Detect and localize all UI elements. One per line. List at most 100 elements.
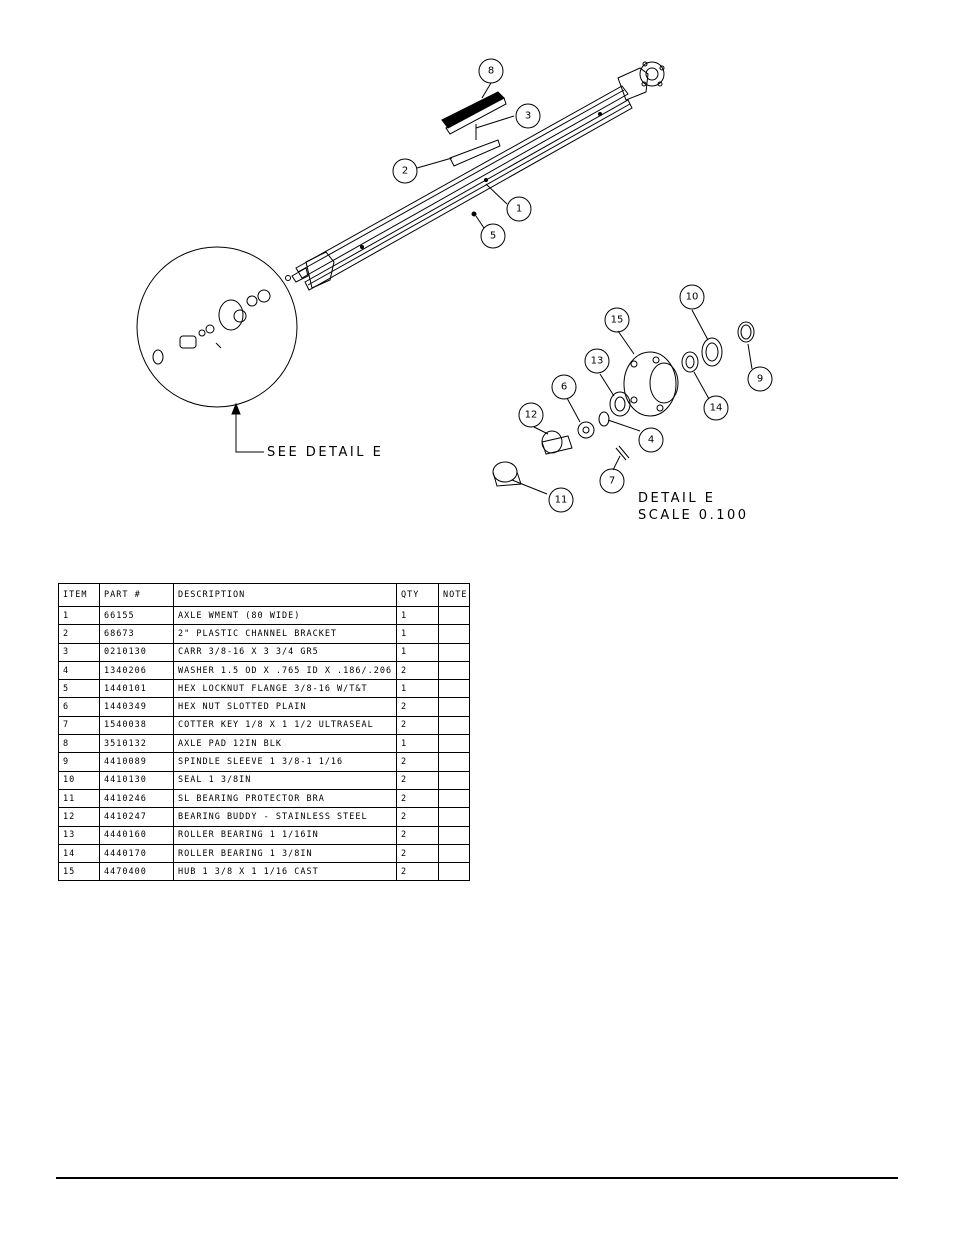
header-note: NOTE [438,583,470,607]
axle-pad [441,91,507,135]
cell-description: HEX NUT SLOTTED PLAIN [173,697,397,717]
cell-description: BEARING BUDDY - STAINLESS STEEL [173,807,397,827]
cell-description: AXLE WMENT (80 WIDE) [173,605,397,626]
cell-item: 11 [58,788,100,809]
channel-bracket [449,139,501,167]
header-description: DESCRIPTION [173,583,397,607]
cell-part: 0210130 [99,642,174,662]
cell-part: 4410089 [99,752,174,772]
callout-3: 3 [525,111,531,122]
cell-note [438,752,470,772]
cell-part: 1540038 [99,715,174,736]
header-part: PART # [99,583,174,607]
cell-note [438,660,470,681]
callout-7: 7 [609,476,615,487]
callout-1: 1 [516,204,522,215]
cell-note [438,605,470,626]
callout-9: 9 [757,374,763,385]
cell-part: 1340206 [99,660,174,681]
detail-e-circle [136,246,298,408]
cell-qty: 2 [396,788,439,809]
cell-note [438,624,470,644]
cell-part: 3510132 [99,734,174,754]
cell-note [438,862,470,882]
cell-item: 6 [58,697,100,717]
cell-item: 1 [58,605,100,626]
cell-description: 2" PLASTIC CHANNEL BRACKET [173,624,397,644]
cell-note [438,825,470,845]
cell-part: 68673 [99,624,174,644]
callout-2: 2 [402,166,408,177]
cell-part: 4410130 [99,770,174,790]
cell-note [438,697,470,717]
cell-description: SL BEARING PROTECTOR BRA [173,788,397,809]
cell-item: 13 [58,825,100,845]
cell-qty: 2 [396,807,439,827]
cell-qty: 2 [396,825,439,845]
cell-qty: 1 [396,605,439,626]
cell-description: CARR 3/8-16 X 3 3/4 GR5 [173,642,397,662]
cell-note [438,843,470,864]
callout-10: 10 [686,292,699,303]
callout-11: 11 [555,495,568,506]
cell-item: 14 [58,843,100,864]
cell-qty: 1 [396,679,439,699]
cell-item: 10 [58,770,100,790]
cell-description: AXLE PAD 12IN BLK [173,734,397,754]
cell-qty: 2 [396,843,439,864]
cell-description: SPINDLE SLEEVE 1 3/8-1 1/16 [173,752,397,772]
cell-part: 4440170 [99,843,174,864]
cell-part: 4440160 [99,825,174,845]
footer-rule [56,1177,898,1179]
cell-description: SEAL 1 3/8IN [173,770,397,790]
cell-qty: 2 [396,715,439,736]
cell-qty: 2 [396,752,439,772]
cell-qty: 1 [396,624,439,644]
cell-note [438,788,470,809]
detail-title: DETAIL E [638,491,715,506]
cell-item: 5 [58,679,100,699]
cell-item: 8 [58,734,100,754]
table-header-row: ITEM PART # DESCRIPTION QTY NOTE [58,583,470,607]
axle-tube [285,61,665,291]
callout-5: 5 [490,231,496,242]
callout-12: 12 [525,410,538,421]
cell-part: 1440101 [99,679,174,699]
callout-bubbles [392,58,773,513]
cell-qty: 2 [396,770,439,790]
cell-item: 15 [58,862,100,882]
cell-item: 7 [58,715,100,736]
exploded-axle-diagram: 8 3 2 1 5 10 15 9 13 14 6 12 4 7 11 SEE … [136,58,773,523]
callout-6: 6 [561,382,567,393]
cell-description: WASHER 1.5 OD X .765 ID X .186/.206 [173,660,397,681]
callout-4: 4 [648,435,654,446]
cell-description: ROLLER BEARING 1 3/8IN [173,843,397,864]
cell-part: 4470400 [99,862,174,882]
cell-note [438,715,470,736]
cell-part: 1440349 [99,697,174,717]
cell-qty: 2 [396,697,439,717]
cell-part: 4410246 [99,788,174,809]
cell-note [438,807,470,827]
cell-qty: 2 [396,862,439,882]
hex-locknut [471,211,477,217]
cell-note [438,734,470,754]
cell-description: HEX LOCKNUT FLANGE 3/8-16 W/T&T [173,679,397,699]
callout-13: 13 [591,356,604,367]
cell-item: 2 [58,624,100,644]
